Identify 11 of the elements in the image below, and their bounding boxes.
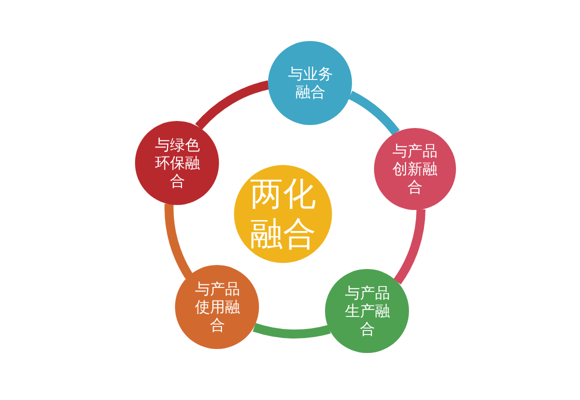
circle-node: 与绿色环保融合 (135, 120, 220, 205)
center-circle: 两化融合 (234, 165, 332, 263)
circle-node: 与产品生产融合 (325, 269, 410, 354)
circle-node: 与产品创新融合 (374, 128, 456, 210)
circle-node: 与业务融合 (268, 40, 352, 125)
circle-node: 与产品使用融合 (175, 265, 260, 350)
ring-arc (393, 209, 426, 284)
ring-arc (348, 90, 400, 136)
ring-arc (164, 204, 194, 279)
ring-arc (195, 80, 270, 130)
ring-arc (253, 322, 330, 338)
